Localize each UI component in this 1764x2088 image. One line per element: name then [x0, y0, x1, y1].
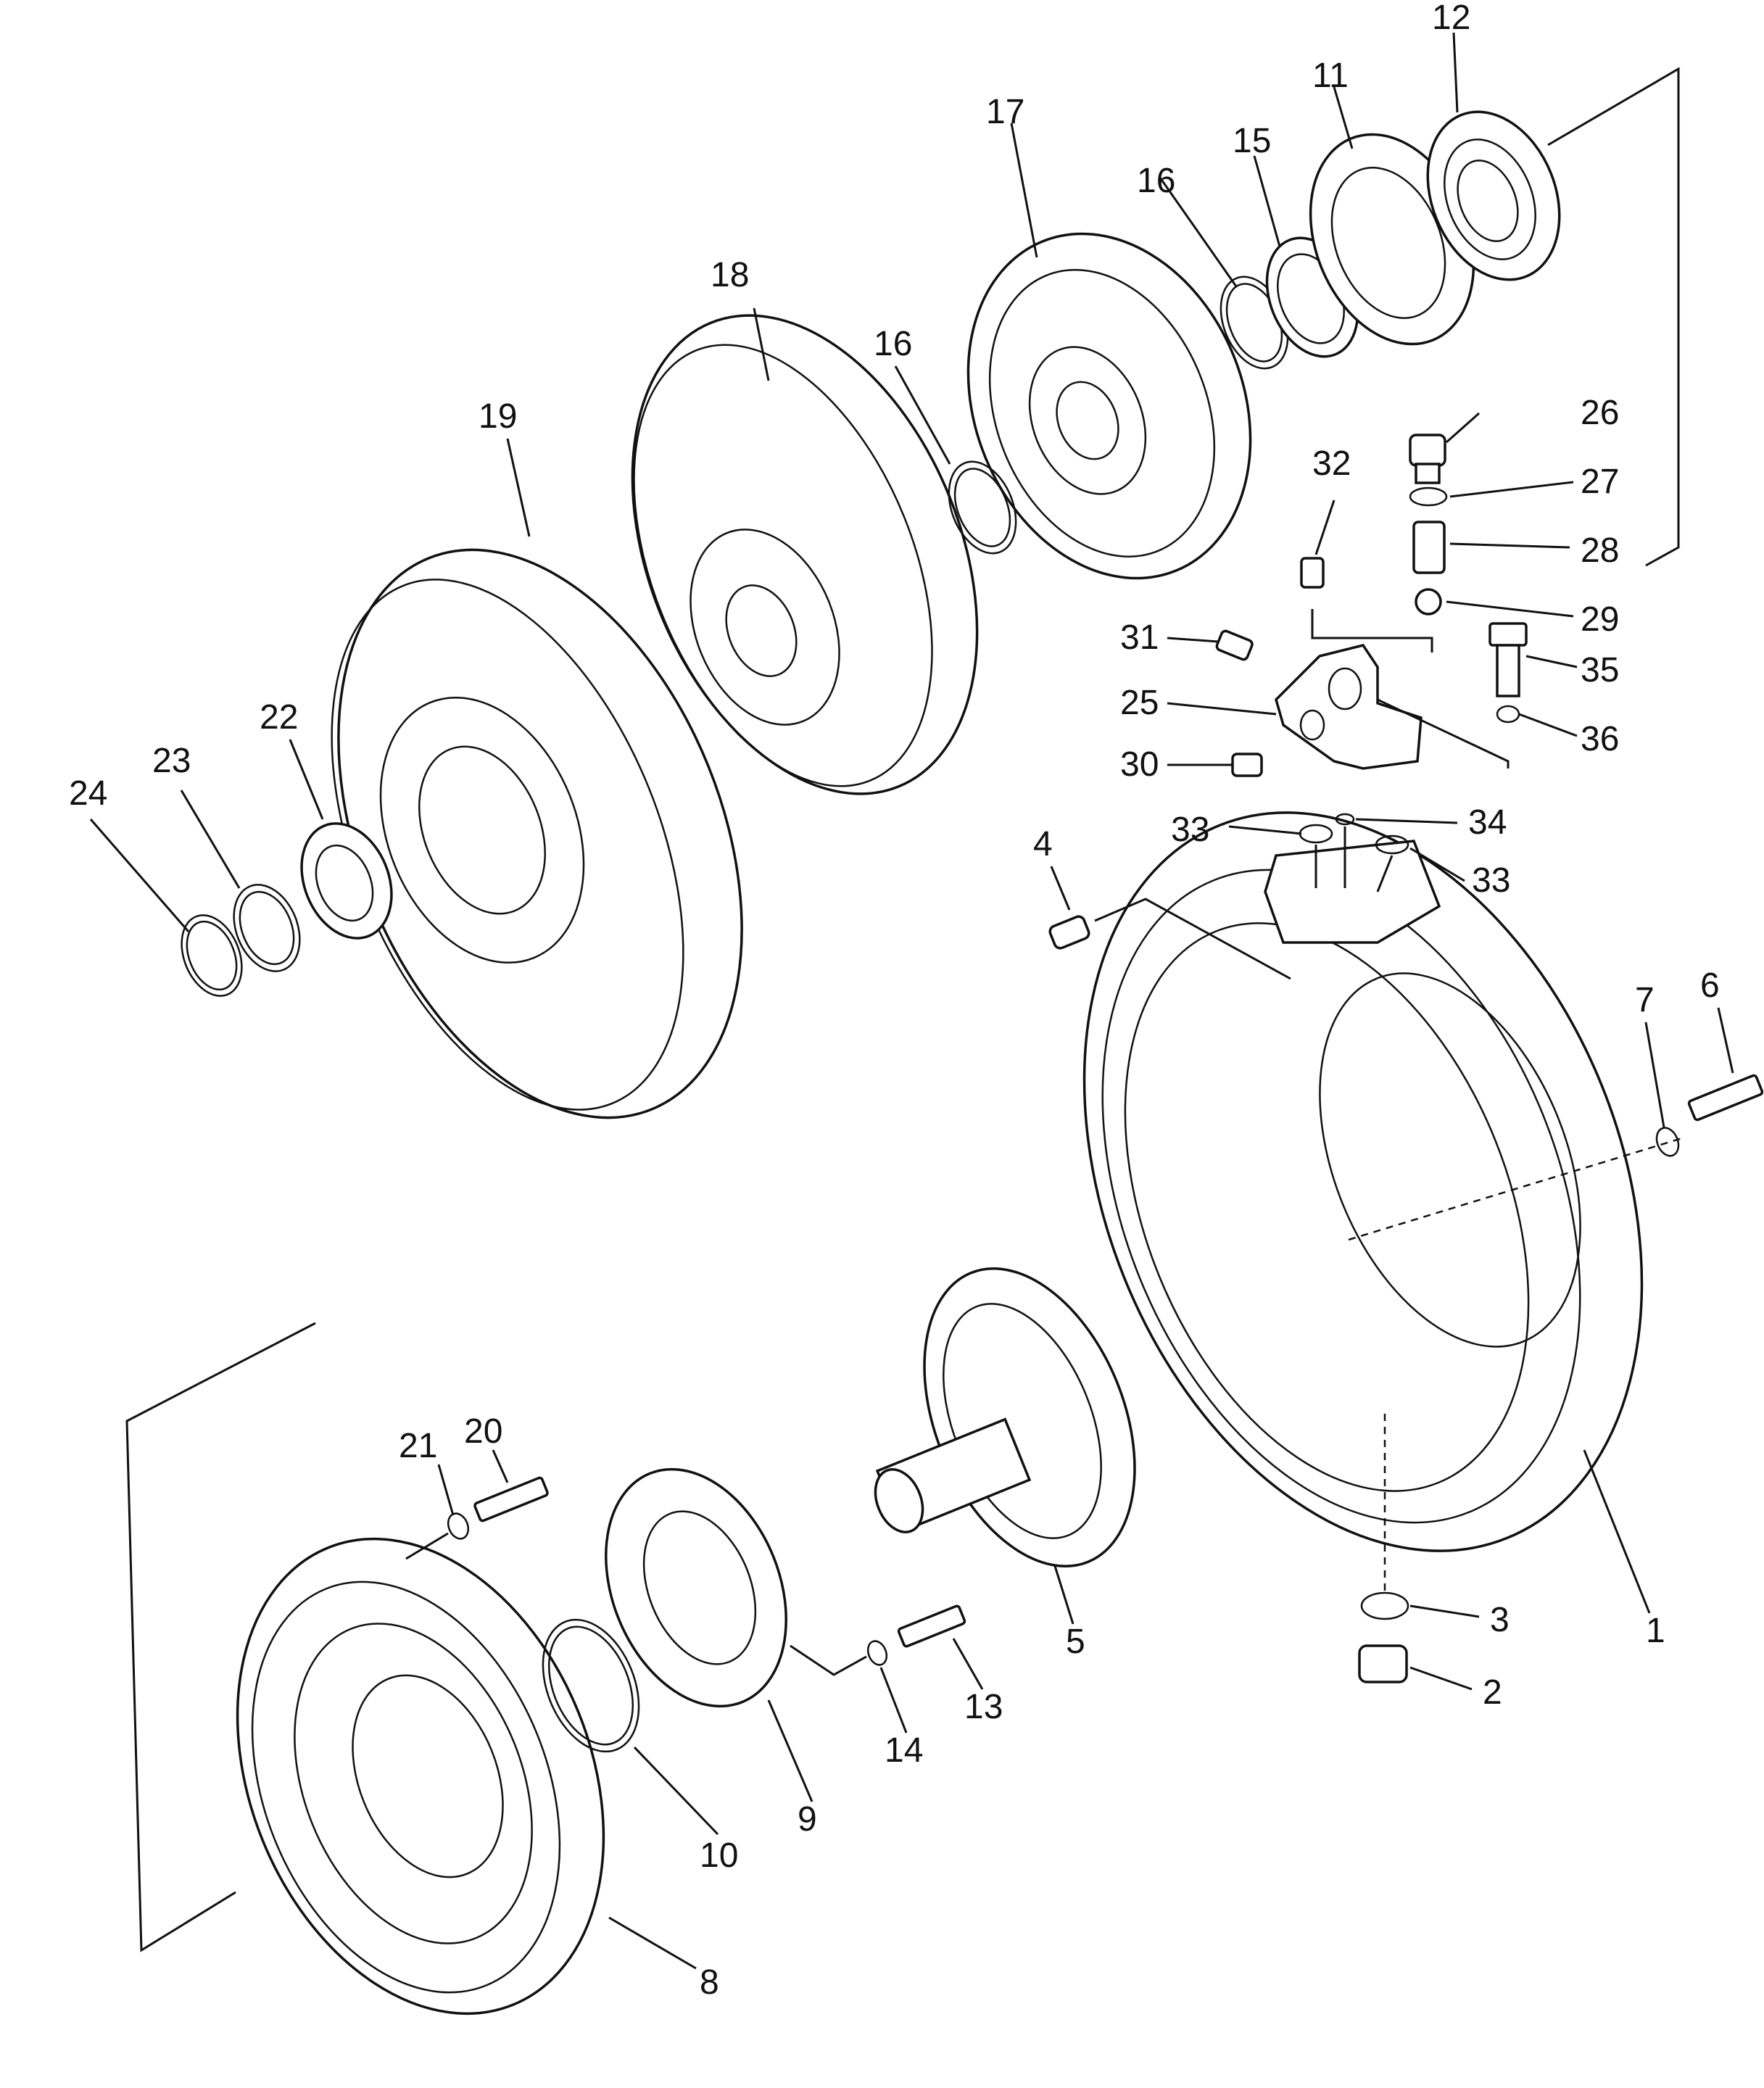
label-10: 10: [700, 1836, 738, 1875]
label-24: 24: [69, 774, 107, 813]
part-17-stator: [966, 232, 1252, 580]
part-14-washer: [866, 1640, 888, 1666]
part-8-pump-body: [236, 1537, 605, 2016]
part-31-plug: [1215, 629, 1254, 661]
part-25-valve-block: [1275, 644, 1423, 770]
label-21: 21: [399, 1427, 437, 1465]
part-28-spring: [1412, 521, 1446, 574]
part-3-o-ring: [1360, 1591, 1409, 1620]
label-12: 12: [1432, 0, 1470, 37]
part-9-plate: [605, 1467, 787, 1708]
label-16-upper: 16: [1137, 162, 1175, 200]
label-31: 31: [1120, 618, 1159, 657]
label-2: 2: [1483, 1673, 1502, 1712]
part-26-plug: [1409, 434, 1446, 484]
part-4-plug: [1048, 915, 1090, 950]
part-24-snap-ring: [181, 914, 243, 997]
label-18: 18: [711, 256, 749, 294]
label-17: 17: [986, 93, 1024, 131]
part-7-washer: [1655, 1127, 1680, 1157]
label-35: 35: [1581, 651, 1619, 689]
label-23: 23: [152, 742, 191, 780]
label-3: 3: [1490, 1601, 1510, 1639]
label-8: 8: [700, 1963, 719, 2002]
part-2-plug: [1358, 1644, 1408, 1683]
label-22: 22: [260, 698, 298, 737]
label-32: 32: [1312, 444, 1351, 483]
part-13-bolt: [897, 1604, 966, 1648]
part-36-washer: [1496, 705, 1520, 724]
label-11: 11: [1312, 57, 1349, 95]
label-27: 27: [1581, 463, 1619, 501]
label-33-right: 33: [1472, 861, 1510, 900]
part-10-o-ring: [542, 1618, 640, 1753]
label-7: 7: [1635, 981, 1655, 1019]
part-34-o-ring: [1335, 813, 1355, 826]
label-26: 26: [1581, 394, 1619, 432]
part-21-washer: [447, 1512, 470, 1540]
label-28: 28: [1581, 531, 1619, 570]
label-14: 14: [885, 1731, 923, 1770]
label-29: 29: [1581, 600, 1619, 639]
label-25: 25: [1120, 684, 1159, 722]
part-22-bearing: [300, 822, 393, 940]
part-29-ball: [1415, 588, 1442, 616]
label-13: 13: [964, 1688, 1003, 1726]
part-16-snap-ring-lower: [948, 460, 1017, 555]
label-15: 15: [1233, 122, 1271, 160]
part-labels: 12 11 15 16 17 18 16 19 22 23 24 26 27 2…: [69, 0, 1720, 2002]
label-6: 6: [1700, 966, 1720, 1005]
label-20: 20: [464, 1412, 502, 1451]
part-12-bearing: [1426, 110, 1561, 281]
part-5-pump: [874, 1267, 1136, 1567]
label-16-lower: 16: [874, 325, 912, 363]
label-30: 30: [1120, 745, 1159, 784]
part-27-o-ring: [1409, 486, 1448, 507]
label-36: 36: [1581, 720, 1619, 758]
label-34: 34: [1468, 803, 1507, 842]
label-33-left: 33: [1171, 811, 1209, 849]
label-5: 5: [1066, 1623, 1085, 1661]
part-6-bolt: [1687, 1074, 1764, 1122]
part-33-o-ring-lower: [1375, 834, 1409, 855]
part-32-fitting: [1300, 557, 1325, 589]
label-19: 19: [479, 397, 517, 436]
part-1-housing: [1082, 811, 1683, 1595]
part-35-bolt: [1488, 622, 1528, 697]
part-23-ring: [233, 884, 301, 972]
connector-lines: [125, 67, 1680, 1952]
part-20-bolt: [473, 1476, 549, 1522]
part-18-turbine: [631, 314, 979, 795]
label-1: 1: [1646, 1612, 1665, 1650]
part-19-cover-disk: [331, 548, 743, 1119]
part-30-plug: [1231, 753, 1263, 777]
label-4: 4: [1033, 825, 1053, 863]
leader-lines: [89, 32, 1734, 1970]
label-9: 9: [798, 1800, 817, 1839]
